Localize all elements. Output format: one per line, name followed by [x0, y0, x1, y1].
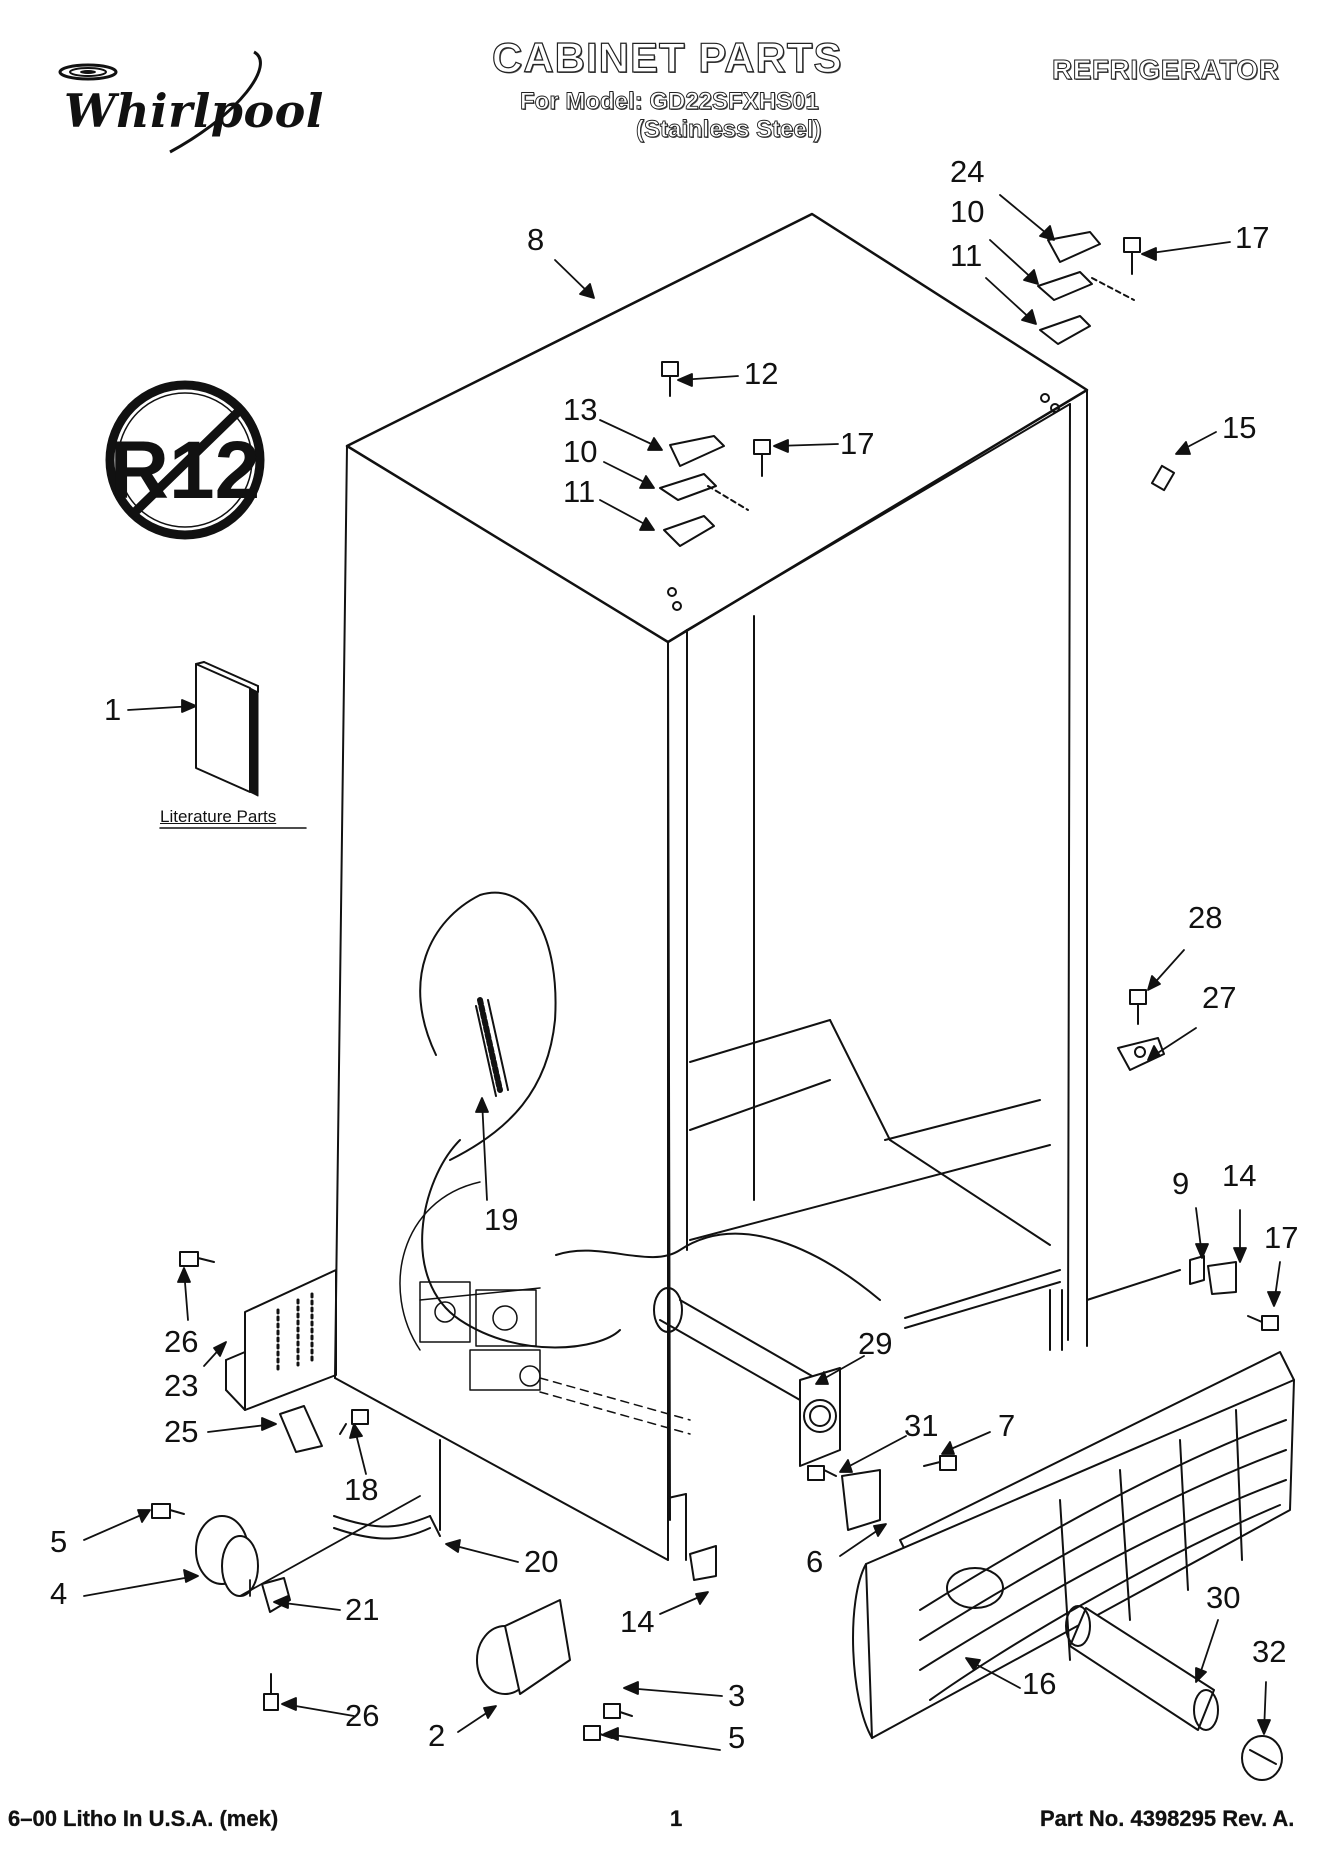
callout-1: 1: [104, 692, 122, 727]
callout-12: 12: [744, 356, 779, 391]
callout-14-bottom: 14: [620, 1604, 655, 1639]
no-r12-symbol: R12: [105, 380, 265, 540]
callout-23: 23: [164, 1368, 199, 1403]
callout-4: 4: [50, 1576, 68, 1611]
callout-31: 31: [904, 1408, 939, 1443]
base-grille: [852, 1351, 1295, 1739]
model-number: For Model: GD22SFXHS01: [520, 88, 820, 116]
footer-part-number: Part No. 4398295 Rev. A.: [1040, 1806, 1295, 1831]
whirlpool-logo-swoosh: [58, 50, 262, 154]
callout-5-bottom: 5: [728, 1720, 746, 1755]
hinges-top: [659, 231, 1135, 611]
cutaway-area: [399, 891, 881, 1435]
callout-6: 6: [806, 1544, 824, 1579]
callout-11-right: 11: [950, 238, 983, 273]
literature-parts-label: Literature Parts: [160, 807, 277, 826]
callout-14-right: 14: [1222, 1158, 1257, 1193]
small-parts: [279, 1037, 1237, 1581]
callout-13: 13: [563, 392, 598, 427]
callout-11-left: 11: [563, 474, 596, 509]
callout-28: 28: [1188, 900, 1223, 935]
callout-arrows: [83, 194, 1281, 1751]
page-title: CABINET PARTS: [491, 33, 843, 81]
callout-17-right: 17: [1264, 1220, 1299, 1255]
r12-text: R12: [110, 425, 260, 516]
appliance-type: REFRIGERATOR: [1051, 54, 1280, 86]
literature-booklet: [195, 661, 259, 797]
callout-3: 3: [728, 1678, 746, 1713]
water-filter: [1065, 1605, 1283, 1781]
callout-8: 8: [527, 222, 545, 257]
callout-7: 7: [998, 1408, 1016, 1443]
screws: [151, 237, 1279, 1741]
callout-27: 27: [1202, 980, 1237, 1015]
callout-24: 24: [950, 154, 985, 189]
callout-2: 2: [428, 1718, 446, 1753]
callout-9: 9: [1172, 1166, 1190, 1201]
callout-5-left: 5: [50, 1524, 68, 1559]
model-finish: (Stainless Steel): [636, 116, 822, 144]
callout-18: 18: [344, 1472, 379, 1507]
leveling-rollers: [195, 1515, 571, 1695]
callout-26-bottom: 26: [345, 1698, 380, 1733]
callout-10-left: 10: [563, 434, 598, 469]
callout-20: 20: [524, 1544, 559, 1579]
footer-litho: 6–00 Litho In U.S.A. (mek): [8, 1806, 279, 1831]
callout-32: 32: [1252, 1634, 1287, 1669]
condenser-tube: [653, 1287, 841, 1467]
cabinet-body: [334, 212, 1181, 1561]
callout-17-top: 17: [1235, 220, 1270, 255]
callout-19: 19: [484, 1202, 519, 1237]
compressor-machinery: [419, 1281, 541, 1391]
callout-26-top: 26: [164, 1324, 199, 1359]
callout-10-right: 10: [950, 194, 985, 229]
callout-16: 16: [1022, 1666, 1057, 1701]
brand-logo: Whirlpool: [64, 84, 324, 138]
callout-21: 21: [345, 1592, 380, 1627]
callout-15: 15: [1222, 410, 1257, 445]
callout-29: 29: [858, 1326, 893, 1361]
water-tube: [333, 1515, 441, 1540]
callout-17-mid: 17: [840, 426, 875, 461]
electrical-bracket: [225, 1269, 337, 1411]
callout-30: 30: [1206, 1580, 1241, 1615]
callout-25: 25: [164, 1414, 199, 1449]
footer-page-number: 1: [670, 1806, 683, 1831]
